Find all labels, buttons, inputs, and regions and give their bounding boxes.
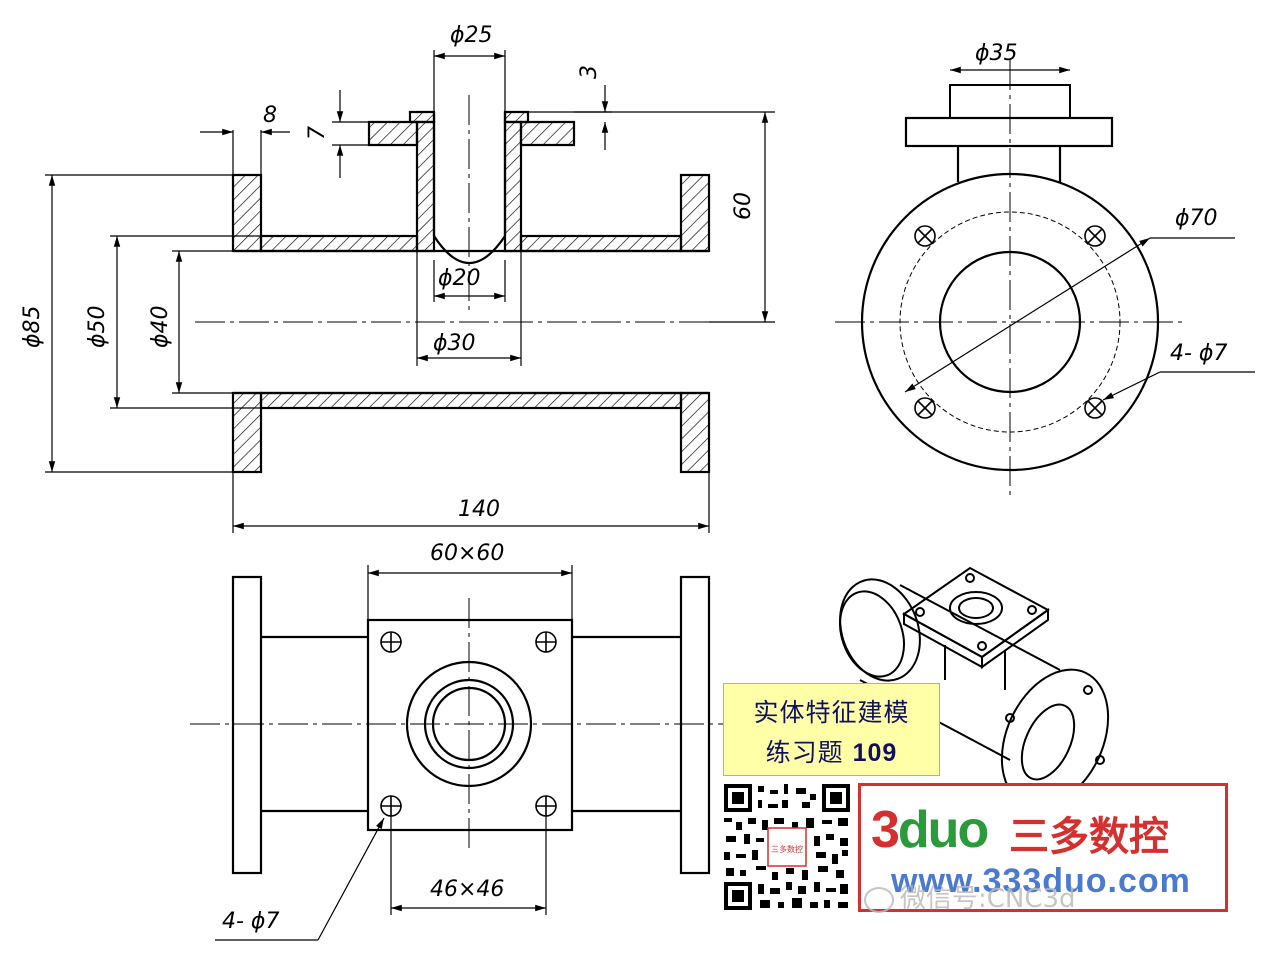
dim-holes-side: 4- ϕ7	[1170, 341, 1227, 366]
dim-holes-top: 4- ϕ7	[222, 909, 279, 934]
dim-d70: ϕ70	[1175, 206, 1218, 231]
exercise-number: 练习题 109	[724, 733, 939, 769]
wechat-icon	[864, 886, 894, 913]
brand-logo-3: 3	[871, 801, 900, 859]
wechat-id: 微信号:CNC3d	[900, 884, 1076, 914]
exercise-label: 练习题	[765, 738, 844, 767]
exercise-title: 实体特征建模	[753, 698, 910, 727]
qr-badge: 三多数控	[771, 844, 803, 854]
brand-logo-duo: duo	[897, 801, 989, 859]
top-bolt-holes	[380, 631, 557, 817]
front-dim-labels: ϕ25 3 7 8 60 ϕ85 ϕ50 ϕ40 ϕ20 ϕ30 140	[20, 23, 756, 522]
brand-logo: 3duo	[871, 800, 989, 860]
dim-7: 7	[305, 126, 330, 140]
dim-d20: ϕ20	[438, 266, 481, 291]
dim-d35: ϕ35	[975, 41, 1018, 66]
side-view	[835, 60, 1185, 500]
dim-60x60: 60×60	[430, 541, 504, 566]
wechat-watermark: 微信号:CNC3d	[864, 878, 1076, 915]
dim-46x46: 46×46	[430, 877, 504, 902]
exercise-title-box: 实体特征建模 练习题 109	[723, 683, 940, 776]
side-dim-labels: ϕ35 ϕ70 4- ϕ7	[975, 41, 1227, 366]
front-section-view	[195, 95, 770, 474]
qr-code[interactable]: 三多数控	[722, 782, 852, 912]
dim-d25: ϕ25	[450, 23, 493, 48]
dim-140: 140	[458, 497, 500, 522]
dim-d85: ϕ85	[20, 305, 45, 348]
dim-d40: ϕ40	[148, 305, 173, 348]
brand-name: 三多数控	[1009, 814, 1169, 860]
dim-60: 60	[731, 192, 756, 220]
exercise-num: 109	[852, 739, 898, 767]
dim-8: 8	[263, 103, 277, 128]
front-dimensions	[45, 50, 775, 533]
dim-3: 3	[577, 65, 602, 79]
dim-d50: ϕ50	[85, 305, 110, 348]
top-dimensions	[215, 565, 573, 941]
top-view	[190, 575, 740, 875]
top-dim-labels: 60×60 46×46 4- ϕ7	[222, 541, 504, 934]
dim-d30: ϕ30	[433, 331, 476, 356]
section-hatching	[231, 110, 711, 474]
brand-url[interactable]: www.333duo.com	[891, 862, 1191, 900]
brand-box[interactable]: 3duo 三多数控 www.333duo.com	[858, 783, 1228, 912]
side-dimensions	[904, 66, 1255, 401]
